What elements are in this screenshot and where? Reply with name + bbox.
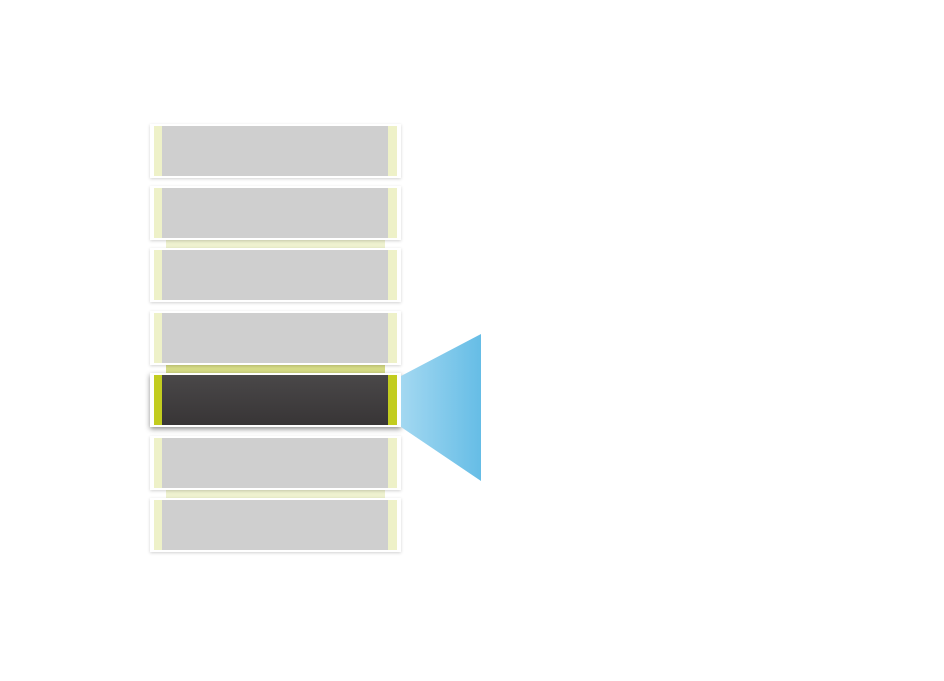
- beam-shape: [401, 334, 481, 481]
- layer-edge-left: [154, 313, 162, 363]
- layer-body: [162, 375, 388, 425]
- layer-edge-right: [388, 126, 397, 176]
- layer-item[interactable]: [150, 498, 401, 552]
- layer-body: [162, 438, 388, 488]
- layer-body: [162, 313, 388, 363]
- layer-item-selected[interactable]: [150, 373, 401, 427]
- layer-tab: [166, 240, 385, 250]
- layer-tab: [166, 490, 385, 500]
- layer-edge-right: [388, 500, 397, 550]
- layer-item[interactable]: [150, 124, 401, 178]
- layer-item[interactable]: [150, 186, 401, 240]
- layer-body: [162, 126, 388, 176]
- layer-item[interactable]: [150, 311, 401, 365]
- layer-edge-left: [154, 126, 162, 176]
- layer-body: [162, 500, 388, 550]
- layer-body: [162, 250, 388, 300]
- layer-edge-right: [388, 250, 397, 300]
- layer-edge-right: [388, 188, 397, 238]
- layer-item[interactable]: [150, 436, 401, 490]
- layer-edge-left: [154, 375, 162, 425]
- layer-edge-left: [154, 438, 162, 488]
- layer-edge-right: [388, 313, 397, 363]
- layer-body: [162, 188, 388, 238]
- layer-item[interactable]: [150, 248, 401, 302]
- layer-edge-left: [154, 188, 162, 238]
- layer-edge-right: [388, 375, 397, 425]
- layer-edge-left: [154, 250, 162, 300]
- layer-tab: [166, 365, 385, 375]
- layer-edge-right: [388, 438, 397, 488]
- layer-edge-left: [154, 500, 162, 550]
